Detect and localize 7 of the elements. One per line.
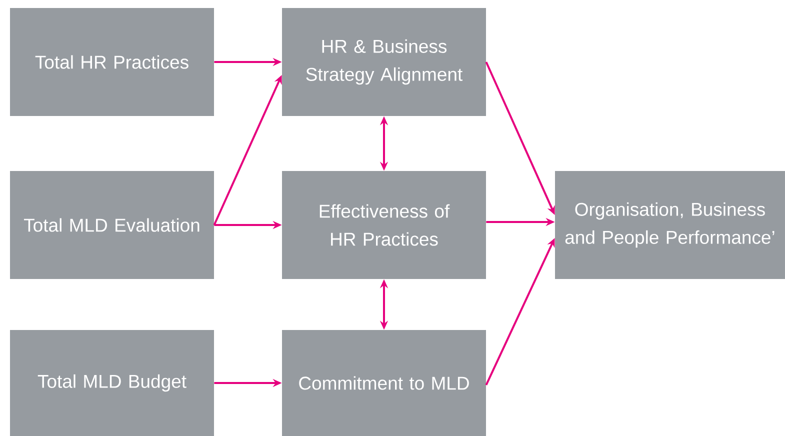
process-box: HR & Business Strategy Alignment <box>282 8 486 116</box>
process-box: Total MLD Evaluation <box>10 171 214 279</box>
process-box: Total HR Practices <box>10 8 214 116</box>
process-box: Effectiveness of HR Practices <box>282 171 486 279</box>
process-box: Organisation, Business and People Performance’ <box>555 171 785 279</box>
process-box: Commitment to MLD <box>282 330 486 436</box>
process-box: Total MLD Budget <box>10 330 214 436</box>
